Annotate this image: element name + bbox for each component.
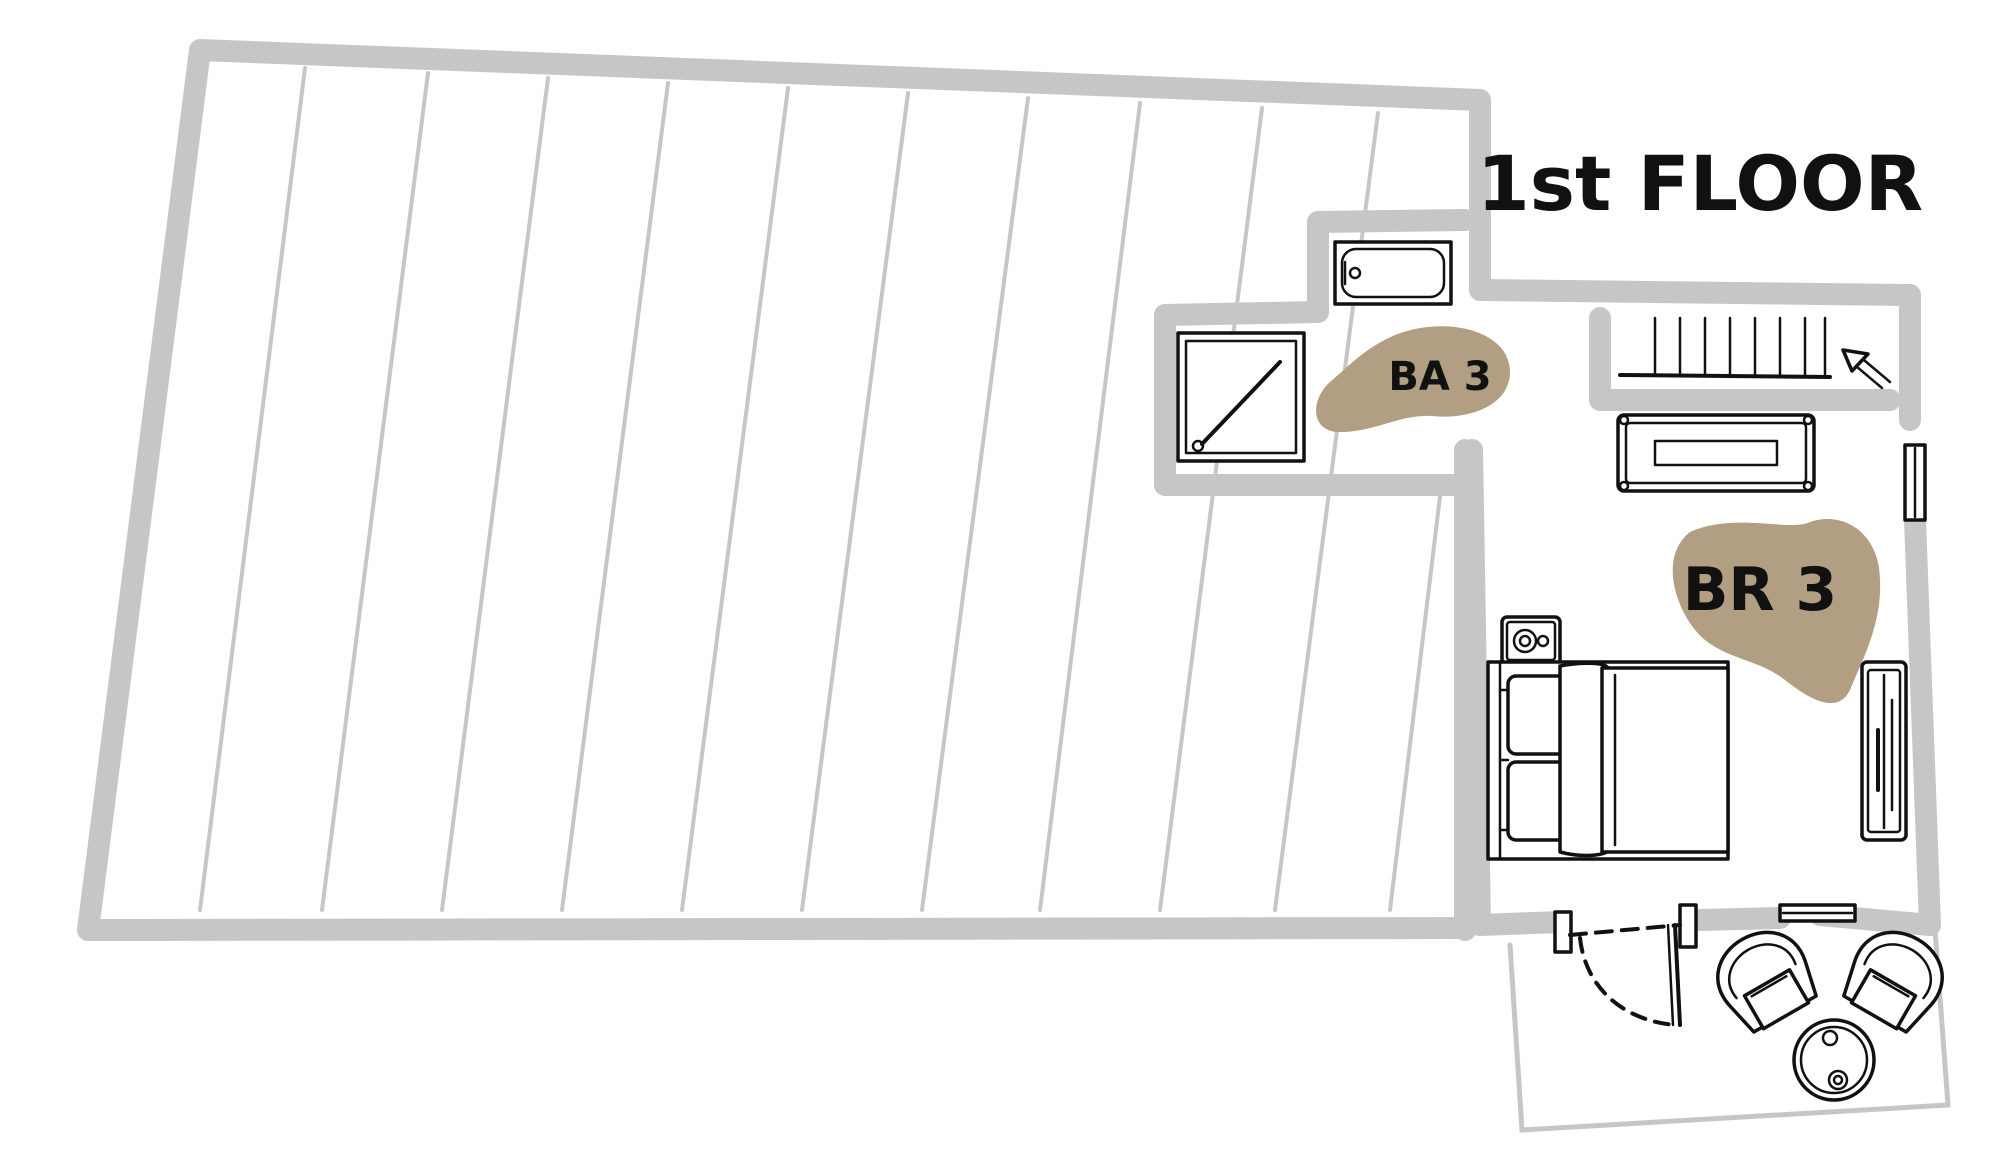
label-blob-br3 xyxy=(1672,519,1881,704)
stairs-icon xyxy=(1589,307,1901,411)
round-table-icon xyxy=(1792,1018,1876,1102)
bathtub-icon xyxy=(1333,240,1453,306)
label-blob-ba3 xyxy=(1316,326,1510,432)
up-arrow-icon xyxy=(1841,348,1892,390)
wardrobe-icon xyxy=(1860,660,1908,842)
bathroom-wall xyxy=(1154,209,1476,941)
bottom-wall xyxy=(77,917,1476,941)
double-bed-icon xyxy=(1486,660,1730,861)
bedroom-bottom-wall-mid xyxy=(1689,907,1791,931)
bedroom-bottom-wall xyxy=(1469,911,1571,936)
armchair-icon xyxy=(1842,930,1944,1034)
window-bottom-icon xyxy=(1778,903,1857,923)
roof-outer-wall xyxy=(77,39,1921,941)
stairs-wall xyxy=(1589,307,1901,411)
shower-icon xyxy=(1176,331,1306,463)
door-swing-icon xyxy=(1553,903,1698,1027)
armchair-icon xyxy=(1716,930,1818,1034)
bedroom-left-wall xyxy=(1461,439,1491,936)
bedroom-br3: BR 3 xyxy=(1461,307,1941,1027)
nightstand-icon xyxy=(1500,615,1562,667)
balcony-railing xyxy=(1507,927,1951,1133)
floor-title: 1st FLOOR xyxy=(1477,139,1923,228)
window-icon xyxy=(1903,443,1927,522)
bathroom-ba3: BA 3 xyxy=(1154,209,1510,941)
tv-console-icon xyxy=(1616,413,1816,493)
room-label-br3: BR 3 xyxy=(1683,555,1838,625)
balcony xyxy=(1507,927,1951,1133)
room-label-ba3: BA 3 xyxy=(1388,354,1491,400)
